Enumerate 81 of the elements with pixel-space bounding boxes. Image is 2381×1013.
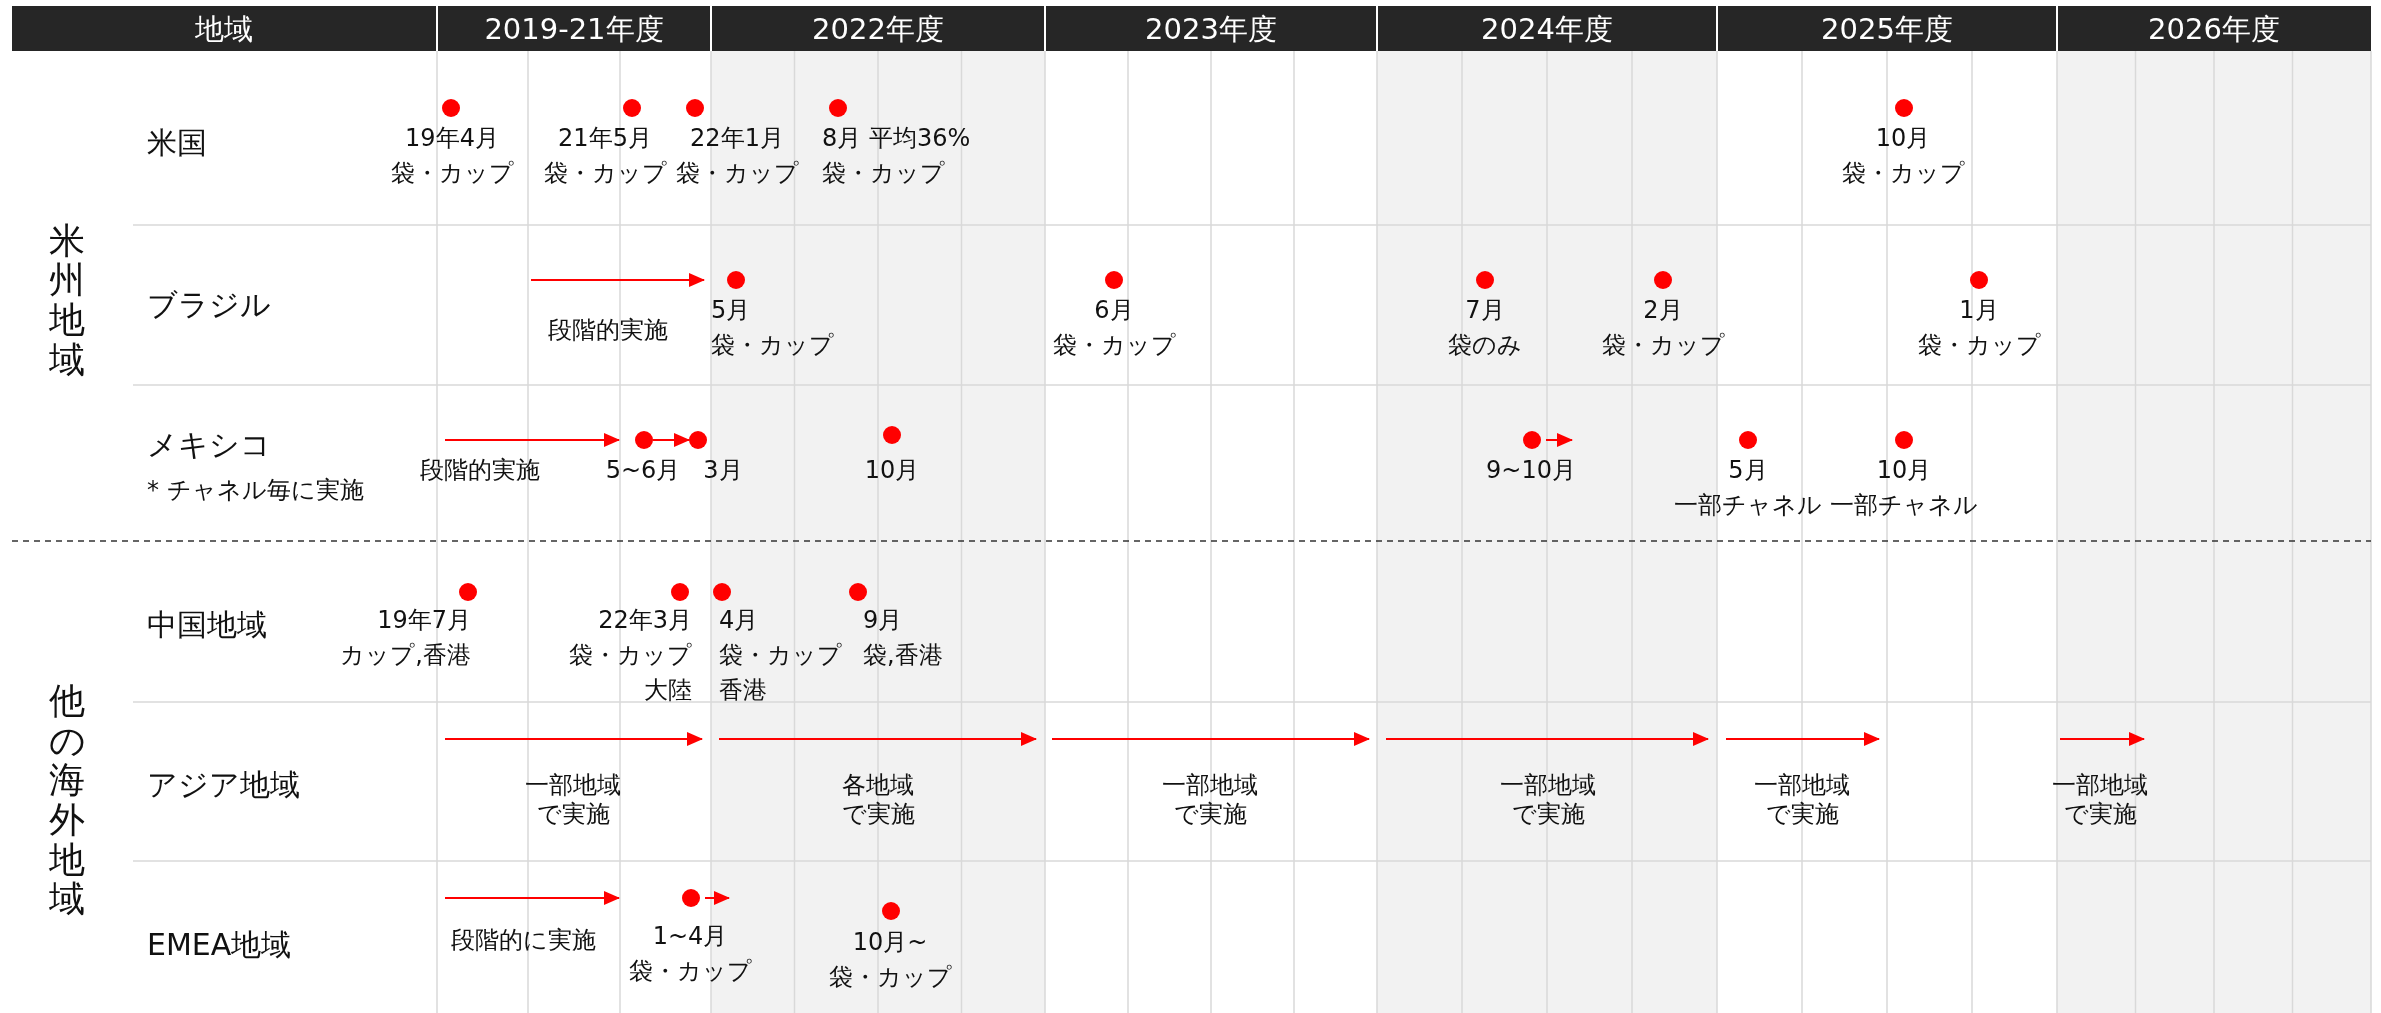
span-label: 段階的実施 (420, 455, 540, 485)
row-label: メキシコ (147, 427, 271, 463)
column-header: 2026年度 (2148, 11, 2280, 47)
milestone-date: 8月 平均36% (822, 124, 971, 153)
milestone-note: 袋,香港 (863, 641, 943, 670)
milestone-date: 5月 (711, 296, 751, 325)
milestone-date: 2月 (1643, 296, 1683, 325)
span-label: 一部地域で実施 (1499, 771, 1597, 829)
milestone-date: 5~6月 (605, 456, 681, 485)
milestone-date: 7月 (1465, 296, 1505, 325)
milestone-date: 6月 (1094, 296, 1134, 325)
milestone-dot (686, 99, 704, 117)
milestone-note: 袋・カップ (543, 159, 667, 188)
milestone-dot (682, 889, 700, 907)
milestone-note: 袋・カップ (1841, 159, 1965, 188)
milestone-note: 香港 (719, 676, 767, 705)
milestone-date: 10月~ (852, 928, 928, 957)
row-label: EMEA地域 (147, 927, 292, 963)
milestone-date: 10月 (1876, 456, 1932, 485)
milestone-date: 9月 (863, 606, 903, 635)
milestone-dot (442, 99, 460, 117)
milestone-note: 袋・カップ (569, 641, 692, 670)
milestone-dot (459, 583, 477, 601)
milestone-date: 19年7月 (377, 606, 471, 635)
group-label: 他の海外地域 (49, 681, 85, 919)
milestone-date: 3月 (703, 456, 743, 485)
milestone-note: 袋・カップ (1052, 331, 1176, 360)
milestone-note: 袋・カップ (1601, 331, 1725, 360)
milestone-dot (1895, 99, 1913, 117)
milestone-note: 一部チャネル (1674, 491, 1822, 520)
milestone-date: 21年5月 (558, 124, 652, 153)
milestone-date: 22年3月 (598, 606, 692, 635)
milestone-dot (635, 431, 653, 449)
milestone-note: 袋・カップ (822, 159, 945, 188)
row-label: アジア地域 (147, 767, 300, 803)
milestone-date: 22年1月 (690, 124, 784, 153)
milestone-date: 10月 (864, 456, 920, 485)
milestone-dot (1105, 271, 1123, 289)
column-header: 2023年度 (1145, 11, 1277, 47)
column-header: 地域 (195, 11, 253, 47)
milestone-dot (623, 99, 641, 117)
span-label: 一部地域で実施 (1753, 771, 1851, 829)
milestone-note: 袋・カップ (390, 159, 514, 188)
group-label: 米州地域 (49, 220, 85, 380)
milestone-note: 袋のみ (1448, 331, 1522, 360)
column-header: 2024年度 (1481, 11, 1613, 47)
milestone-date: 19年4月 (405, 124, 499, 153)
column-header: 2025年度 (1821, 11, 1953, 47)
milestone-dot (671, 583, 689, 601)
span-label: 一部地域で実施 (524, 771, 622, 829)
milestone-date: 9~10月 (1486, 456, 1576, 485)
milestone-date: 1月 (1959, 296, 1999, 325)
milestone-note: 袋・カップ (628, 957, 752, 986)
milestone-date: 4月 (719, 606, 759, 635)
row-label: 米国 (147, 125, 207, 161)
row-note: * チャネル毎に実施 (147, 475, 364, 505)
milestone-note: 袋・カップ (675, 159, 799, 188)
milestone-dot (1970, 271, 1988, 289)
milestone-note: 袋・カップ (828, 963, 952, 992)
arrow (652, 433, 690, 447)
span-label: 一部地域で実施 (1161, 771, 1259, 829)
milestone-date: 5月 (1728, 456, 1768, 485)
milestone-note: 袋・カップ (719, 641, 842, 670)
milestone-date: 1~4月 (652, 922, 728, 951)
milestone-note: 袋・カップ (711, 331, 834, 360)
milestone-note: 一部チャネル (1830, 491, 1978, 520)
span-label: 一部地域で実施 (2051, 771, 2149, 829)
column-header: 2022年度 (812, 11, 944, 47)
column-header: 2019-21年度 (484, 11, 664, 47)
row-label: ブラジル (147, 287, 271, 323)
milestone-dot (1895, 431, 1913, 449)
span-label: 段階的実施 (548, 315, 668, 345)
milestone-dot (1739, 431, 1757, 449)
milestone-note: 袋・カップ (1917, 331, 2041, 360)
span-label: 段階的に実施 (450, 925, 596, 955)
milestone-note: カップ,香港 (340, 641, 471, 670)
row-label: 中国地域 (147, 607, 267, 643)
span-label: 各地域で実施 (840, 771, 916, 829)
milestone-date: 10月 (1875, 124, 1931, 153)
milestone-dot (689, 431, 707, 449)
milestone-note: 大陸 (644, 676, 692, 705)
